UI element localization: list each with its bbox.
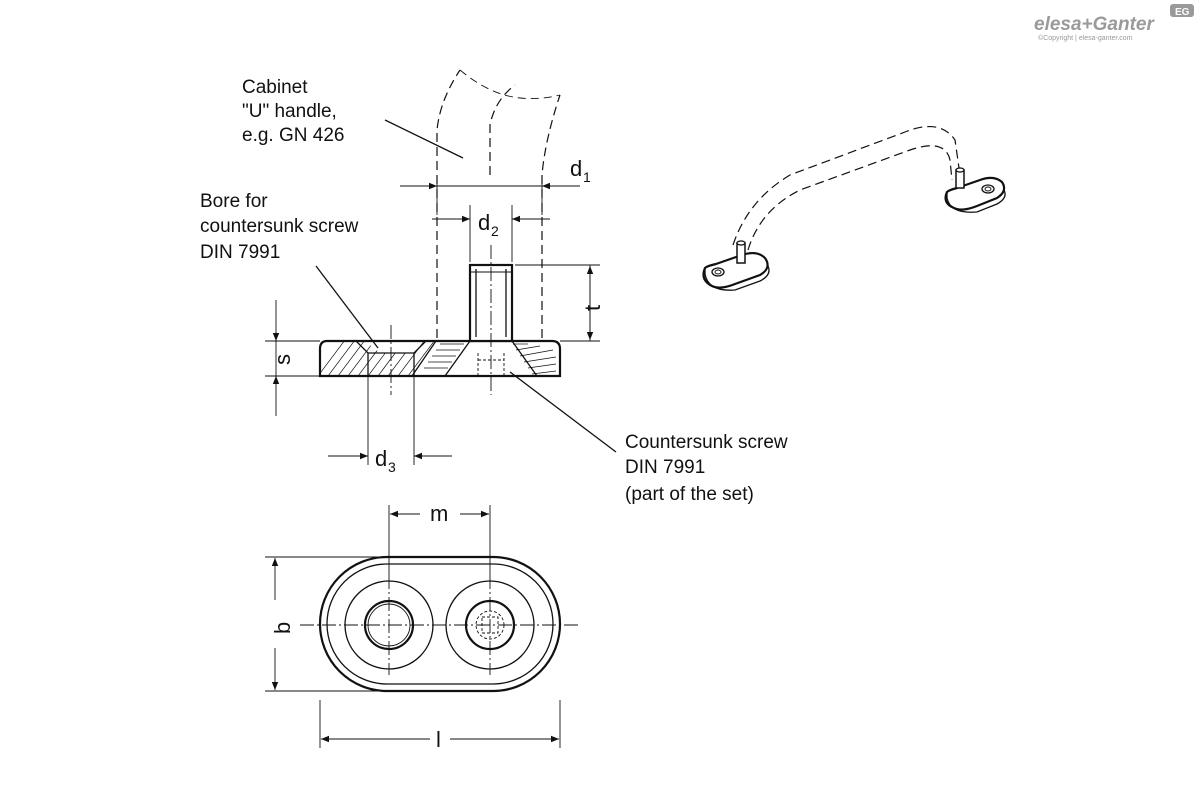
screw-label: Countersunk screw DIN 7991 (part of the … <box>625 432 788 505</box>
base-section <box>318 339 562 378</box>
bore-label-line2: countersunk screw <box>200 216 359 237</box>
iso-right-base <box>944 167 1006 213</box>
brand-copyright: ©Copyright | elesa-ganter.com <box>1038 34 1133 42</box>
handle-label-line3: e.g. GN 426 <box>242 125 344 146</box>
bore-label-line3: DIN 7991 <box>200 242 280 263</box>
brand-name: elesa+Ganter <box>1034 14 1155 35</box>
dim-m-label: m <box>430 501 448 526</box>
screw-label-line2: DIN 7991 <box>625 457 705 478</box>
handle-label: Cabinet "U" handle, e.g. GN 426 <box>242 77 344 146</box>
bore-label: Bore for countersunk screw DIN 7991 <box>200 191 359 263</box>
isometric-view <box>702 125 1006 291</box>
dim-t: t <box>515 264 605 342</box>
hatch-left <box>320 342 436 376</box>
dim-l-label: l <box>436 727 441 752</box>
screw-label-line1: Countersunk screw <box>625 432 788 453</box>
handle-leader <box>384 119 464 159</box>
dim-d1: d 1 <box>400 156 591 215</box>
handle-label-line2: "U" handle, <box>242 101 337 122</box>
handle-outline <box>436 69 561 338</box>
handle-label-line1: Cabinet <box>242 77 308 98</box>
dim-d2: d 2 <box>432 205 550 262</box>
dim-d1-sub: 1 <box>583 169 591 185</box>
dim-d3-label: d <box>375 446 387 471</box>
dim-d2-label: d <box>478 210 490 235</box>
screw-label-line3: (part of the set) <box>625 484 754 505</box>
iso-left-base <box>702 240 770 291</box>
top-view <box>300 555 578 693</box>
dim-s-label: s <box>270 354 295 365</box>
dim-m: m <box>388 501 491 575</box>
hatch-right <box>424 343 557 375</box>
dim-d2-sub: 2 <box>491 223 499 239</box>
dim-d3: d 3 <box>328 376 452 475</box>
brand-badge <box>1170 4 1194 17</box>
bore-label-line1: Bore for <box>200 191 268 212</box>
dim-b-label: b <box>270 622 295 634</box>
brand-badge-text: EG <box>1175 7 1190 18</box>
dim-b: b <box>265 556 387 692</box>
dim-l: l <box>319 700 561 752</box>
dim-d3-sub: 3 <box>388 459 396 475</box>
screw-leader <box>509 371 617 453</box>
bore-leader <box>315 265 379 349</box>
dim-t-label: t <box>580 305 605 311</box>
dim-s: s <box>265 300 320 416</box>
brand-logo: elesa+Ganter ©Copyright | elesa-ganter.c… <box>1034 4 1194 42</box>
dim-d1-label: d <box>570 156 582 181</box>
